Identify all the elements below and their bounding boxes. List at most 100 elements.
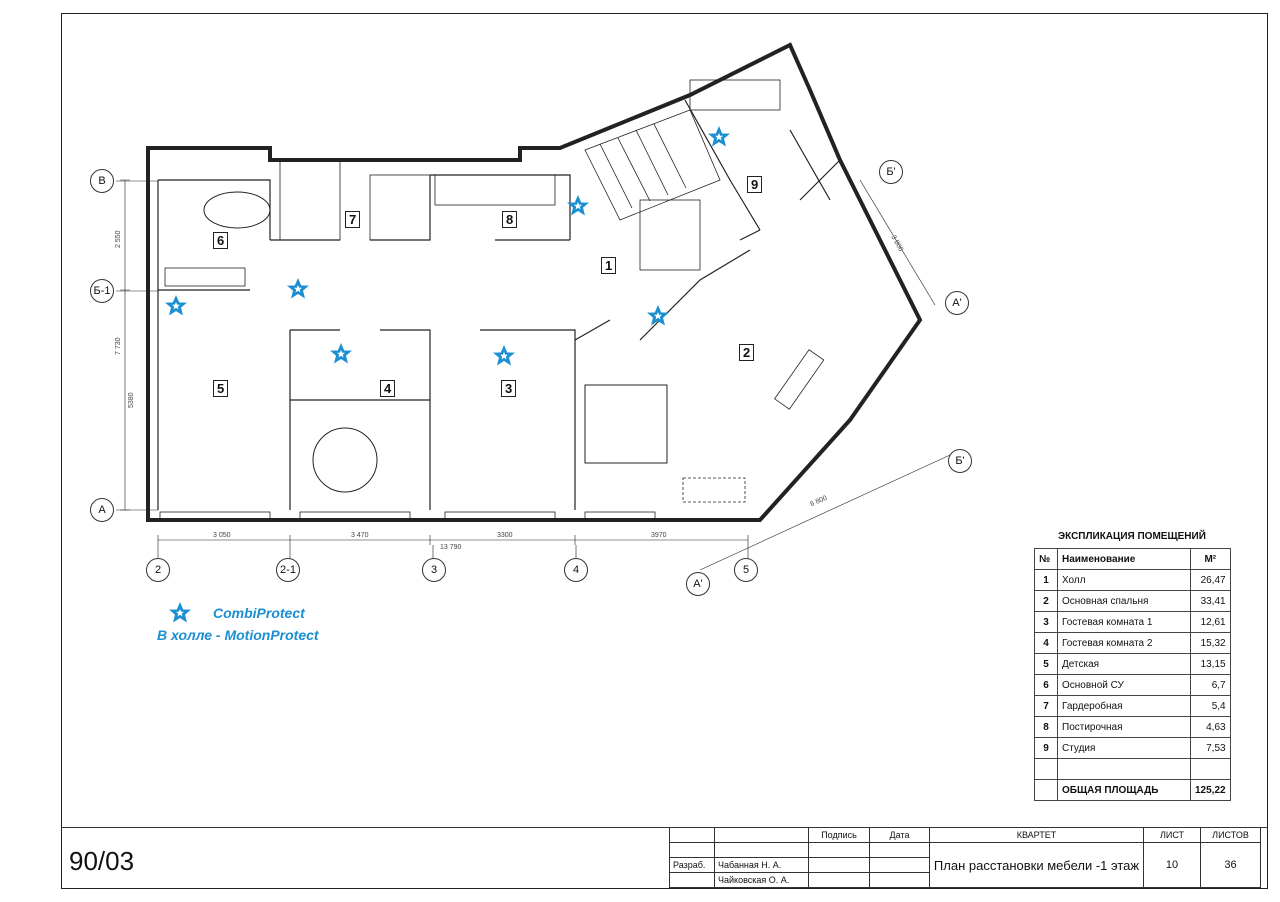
row-area: 26,47 bbox=[1190, 569, 1231, 591]
role-label: Разраб. bbox=[669, 857, 715, 873]
table-total-row: ОБЩАЯ ПЛОЩАДЬ 125,22 bbox=[1034, 779, 1231, 801]
table-row-empty bbox=[1034, 758, 1231, 780]
axis-marker: 5 bbox=[734, 558, 758, 582]
bench bbox=[774, 349, 825, 410]
legend: CombiProtect В холле - MotionProtect bbox=[157, 602, 319, 646]
row-name: Холл bbox=[1057, 569, 1191, 591]
axis-marker: А bbox=[90, 498, 114, 522]
row-name: Постирочная bbox=[1057, 716, 1191, 738]
sensor-star-icon bbox=[708, 126, 730, 147]
axis-line bbox=[116, 180, 749, 560]
laundry-counter bbox=[434, 174, 556, 206]
dimension-line bbox=[120, 179, 130, 511]
inner-wall bbox=[574, 159, 841, 341]
axis-marker: 2 bbox=[146, 558, 170, 582]
total-label: ОБЩАЯ ПЛОЩАДЬ bbox=[1057, 779, 1191, 801]
row-name: Студия bbox=[1057, 737, 1191, 759]
room-number: 5 bbox=[213, 380, 229, 397]
title-block bbox=[61, 827, 1268, 890]
legend-row: CombiProtect bbox=[167, 602, 319, 624]
row-num: 9 bbox=[1034, 737, 1058, 759]
header-area: М² bbox=[1190, 548, 1231, 570]
sheets-label: ЛИСТОВ bbox=[1200, 827, 1261, 843]
table-header-row: № Наименование М² bbox=[1034, 548, 1231, 570]
row-num: 2 bbox=[1034, 590, 1058, 612]
room-number: 4 bbox=[380, 380, 396, 397]
sensor-star-icon bbox=[567, 195, 589, 216]
bed bbox=[584, 384, 668, 464]
room-number: 8 bbox=[502, 211, 518, 228]
wardrobe bbox=[369, 174, 431, 241]
window bbox=[584, 511, 656, 521]
drawing-frame bbox=[61, 13, 1268, 889]
row-num: 5 bbox=[1034, 653, 1058, 675]
wardrobe bbox=[279, 159, 341, 241]
row-num: 4 bbox=[1034, 632, 1058, 654]
sheets-count: 36 bbox=[1200, 842, 1261, 888]
sheet-number: 10 bbox=[1143, 842, 1201, 888]
sensor-star-icon bbox=[647, 305, 669, 326]
author-2: Чайковская О. А. bbox=[714, 872, 809, 888]
title-block-table: Подпись Дата КВАРТЕТ ЛИСТ ЛИСТОВ План ра… bbox=[669, 827, 1261, 888]
row-area: 12,61 bbox=[1190, 611, 1231, 633]
room-number: 7 bbox=[345, 211, 361, 228]
room-number: 1 bbox=[601, 257, 617, 274]
row-num: 7 bbox=[1034, 695, 1058, 717]
stair-landing bbox=[639, 199, 701, 271]
dimension-text: 3 050 bbox=[213, 532, 231, 539]
dimension-text: 3 470 bbox=[351, 532, 369, 539]
inner-wall bbox=[684, 99, 831, 231]
drawing-title: План расстановки мебели -1 этаж bbox=[929, 842, 1144, 888]
dimension-line bbox=[157, 535, 749, 545]
room-number: 6 bbox=[213, 232, 229, 249]
bedroom-desk bbox=[682, 477, 746, 503]
sensor-star-icon bbox=[287, 278, 309, 299]
row-num: 1 bbox=[1034, 569, 1058, 591]
bathtub bbox=[203, 191, 271, 229]
axis-marker: 3 bbox=[422, 558, 446, 582]
row-area: 33,41 bbox=[1190, 590, 1231, 612]
row-name: Основной СУ bbox=[1057, 674, 1191, 696]
row-num: 3 bbox=[1034, 611, 1058, 633]
section-marker: Б' bbox=[879, 160, 903, 184]
row-name: Детская bbox=[1057, 653, 1191, 675]
explication-title: ЭКСПЛИКАЦИЯ ПОМЕЩЕНИЙ bbox=[1058, 531, 1206, 542]
bath-counter bbox=[164, 267, 246, 287]
dimension-text: 13 790 bbox=[440, 544, 462, 551]
legend-row: В холле - MotionProtect bbox=[157, 624, 319, 646]
legend-line1: CombiProtect bbox=[213, 605, 305, 621]
inner-wall bbox=[289, 329, 576, 510]
dimension-line bbox=[699, 179, 951, 571]
round-table bbox=[312, 427, 378, 493]
header-name: Наименование bbox=[1057, 548, 1191, 570]
row-area: 7,53 bbox=[1190, 737, 1231, 759]
room-number: 9 bbox=[747, 176, 763, 193]
section-marker: Б' bbox=[948, 449, 972, 473]
sheet-label: ЛИСТ bbox=[1143, 827, 1201, 843]
sensor-star-icon bbox=[330, 343, 352, 364]
window bbox=[159, 511, 271, 521]
row-area: 13,15 bbox=[1190, 653, 1231, 675]
dimension-text: 3970 bbox=[651, 532, 667, 539]
axis-marker: Б-1 bbox=[90, 279, 114, 303]
date-label: Дата bbox=[869, 827, 930, 843]
row-name: Гостевая комната 1 bbox=[1057, 611, 1191, 633]
row-name: Основная спальня bbox=[1057, 590, 1191, 612]
section-marker: А' bbox=[945, 291, 969, 315]
window bbox=[299, 511, 411, 521]
studio-desk bbox=[689, 79, 781, 111]
room-number: 3 bbox=[501, 380, 517, 397]
row-area: 6,7 bbox=[1190, 674, 1231, 696]
sensor-star-icon bbox=[169, 602, 191, 623]
